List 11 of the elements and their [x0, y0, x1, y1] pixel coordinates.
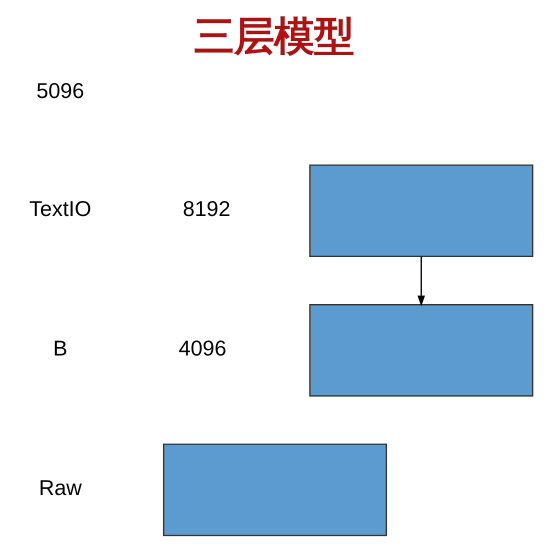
node-box [308, 304, 533, 397]
label: Raw [38, 476, 82, 500]
node-box [308, 164, 533, 258]
label: 4096 [178, 336, 226, 360]
node-box [162, 444, 387, 536]
label: TextIO [28, 196, 91, 221]
label: 8192 [182, 196, 230, 221]
label: B [52, 336, 67, 360]
diagram-title: 三层模型 [193, 14, 354, 59]
arrow [417, 256, 425, 306]
label: 5096 [36, 78, 84, 103]
